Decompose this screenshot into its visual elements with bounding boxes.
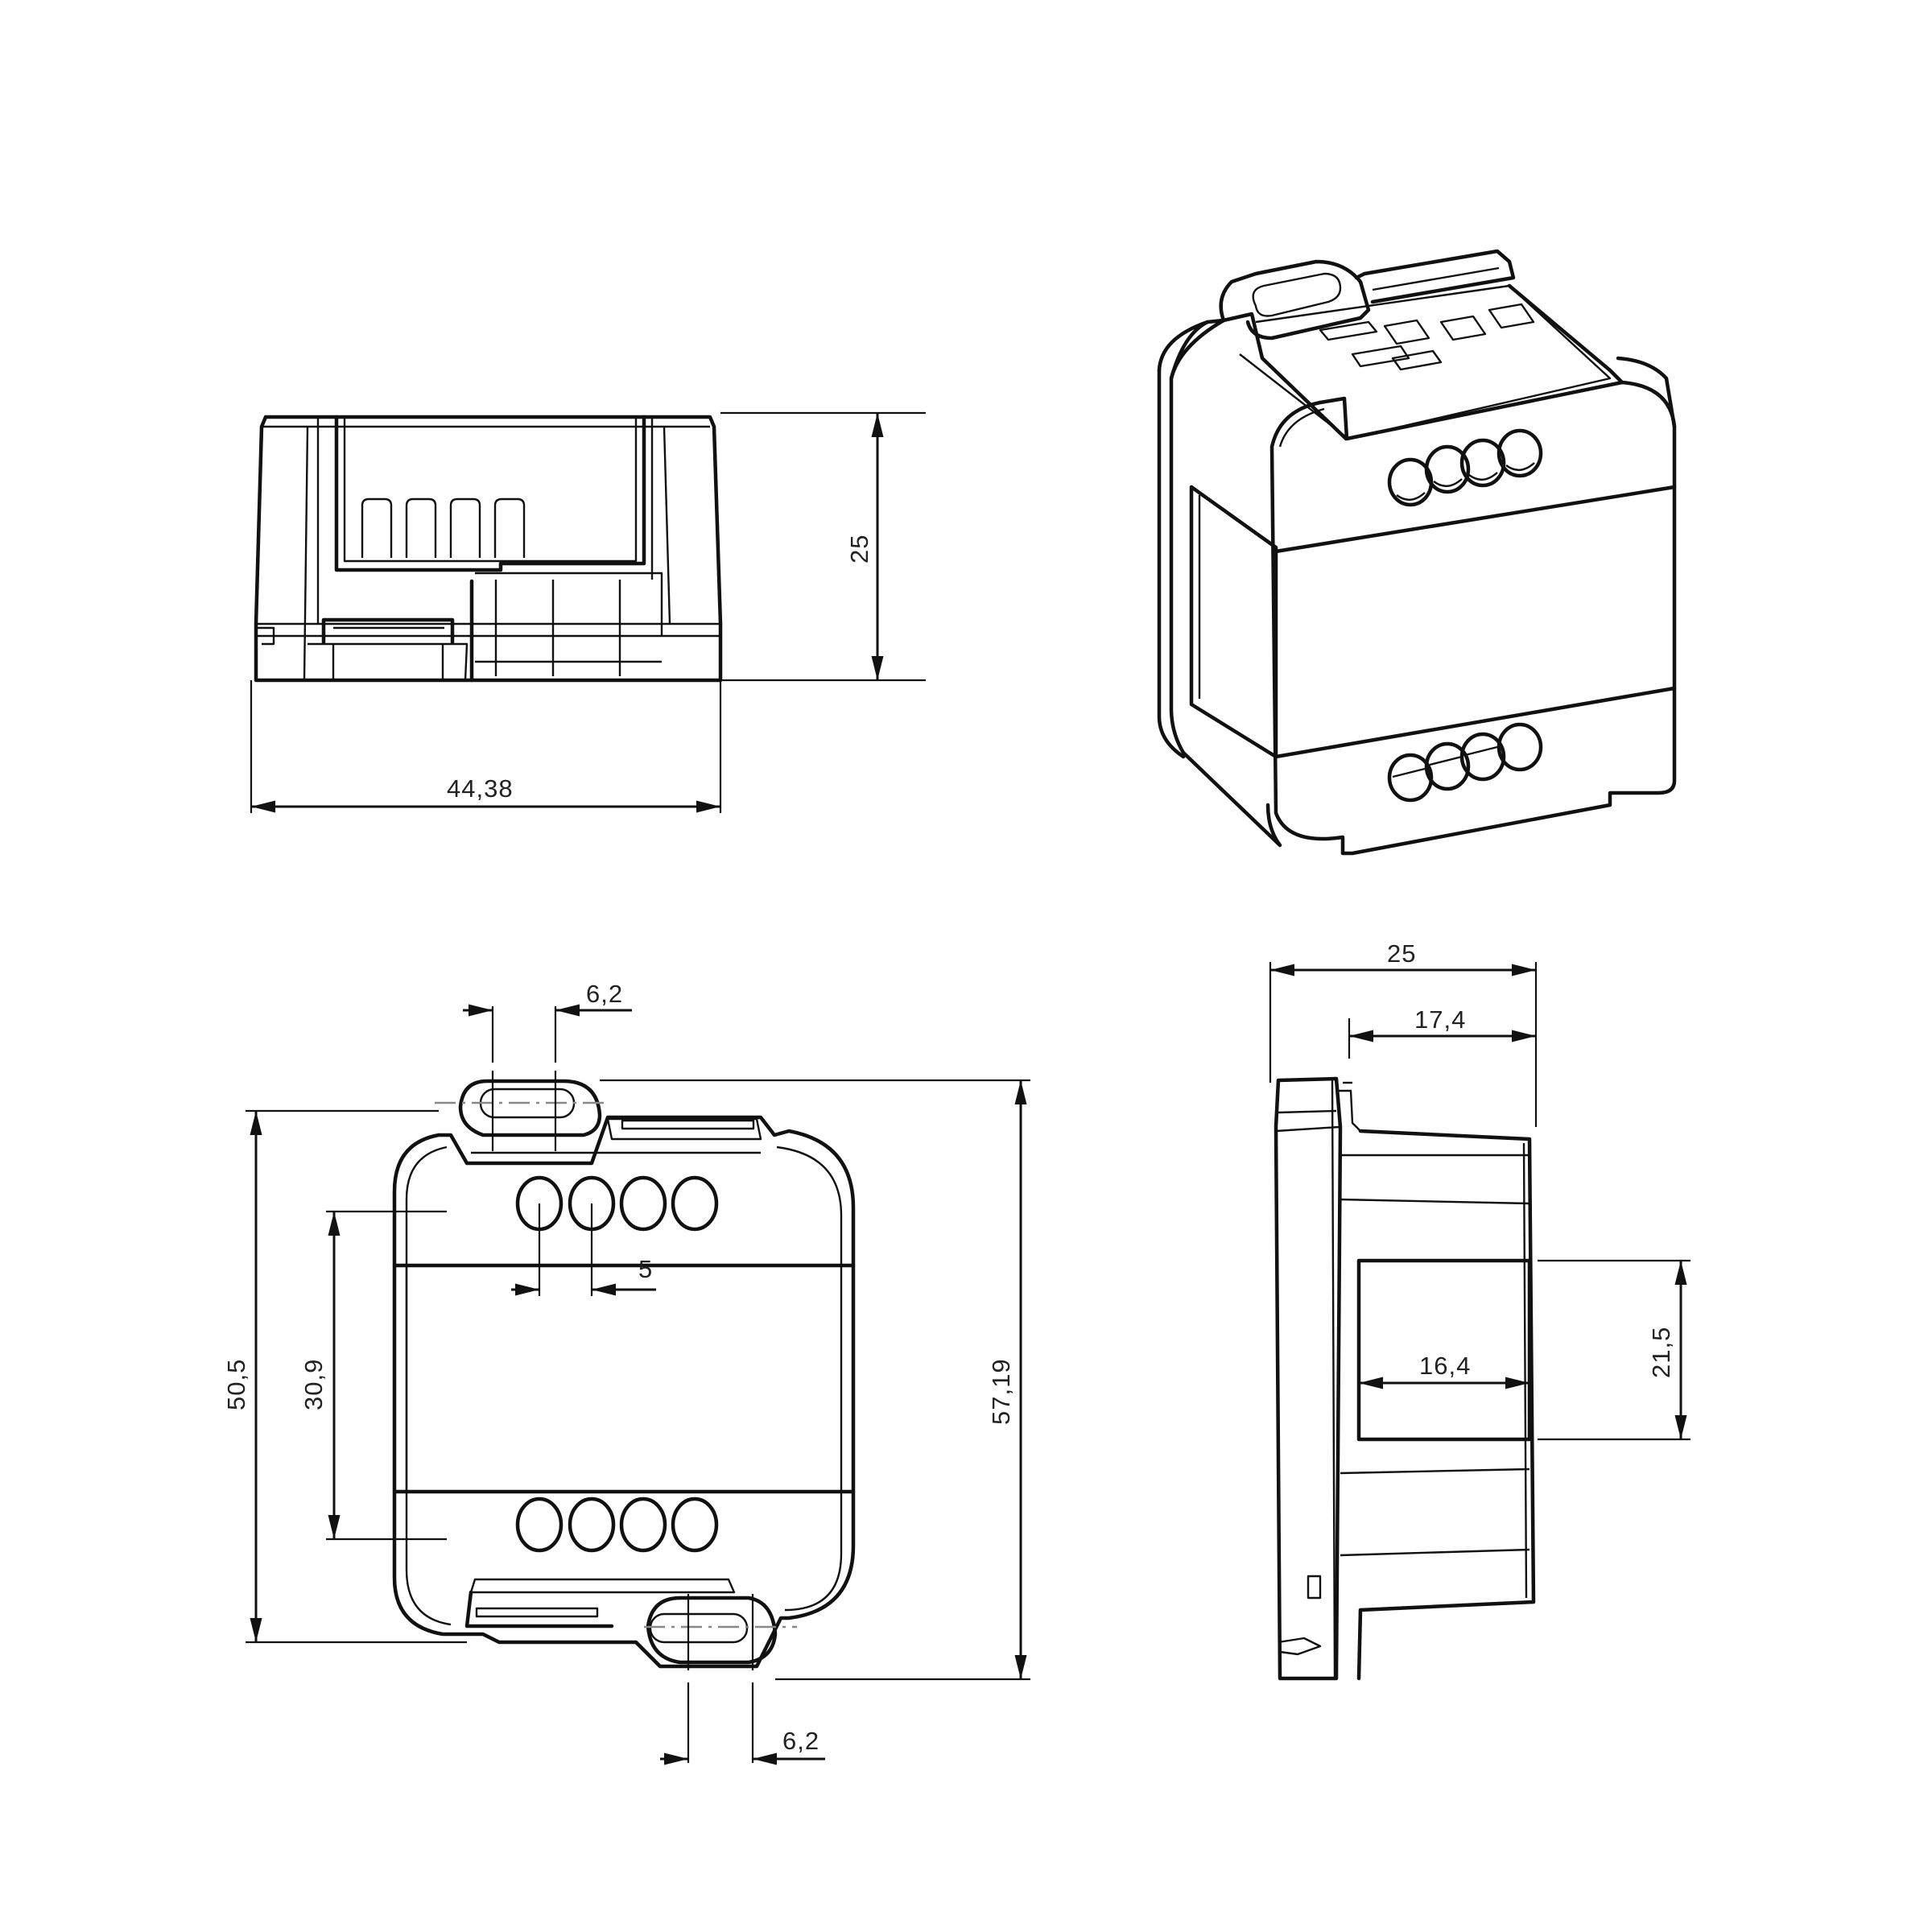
top-tab [435, 1071, 762, 1154]
bottom-tab [464, 1578, 797, 1670]
dim-body-height: 50,5 [222, 1359, 250, 1410]
terminal-slots [361, 497, 526, 558]
dim-overall-height: 57,19 [987, 1358, 1015, 1425]
iso-holes-bottom [1387, 722, 1543, 803]
dim-window-width: 16,4 [1419, 1352, 1471, 1380]
dim-tab-top-width: 6,2 [586, 980, 623, 1008]
top-holes-lower [515, 1496, 719, 1553]
isometric-view [1157, 249, 1677, 856]
side-view: 25 17,4 16,4 21,5 [1269, 939, 1690, 1681]
dim-front-height: 25 [845, 535, 873, 564]
iso-holes-top [1387, 428, 1543, 507]
iso-top-slots [1319, 303, 1535, 371]
dim-side-upper-depth: 17,4 [1414, 1005, 1466, 1034]
dim-tab-bottom-width: 6,2 [782, 1727, 819, 1755]
dim-window-height: 21,5 [1647, 1327, 1675, 1378]
top-holes-upper [515, 1175, 719, 1232]
dim-hole-pitch: 5 [638, 1255, 653, 1283]
dim-side-total-depth: 25 [1387, 939, 1416, 968]
dim-front-width: 44,38 [447, 774, 514, 803]
dim-inner-height: 30,9 [299, 1359, 328, 1410]
top-view: 6,2 6,2 5 50,5 30,9 57,19 [222, 980, 1030, 1765]
front-view: 44,38 25 [250, 411, 926, 813]
